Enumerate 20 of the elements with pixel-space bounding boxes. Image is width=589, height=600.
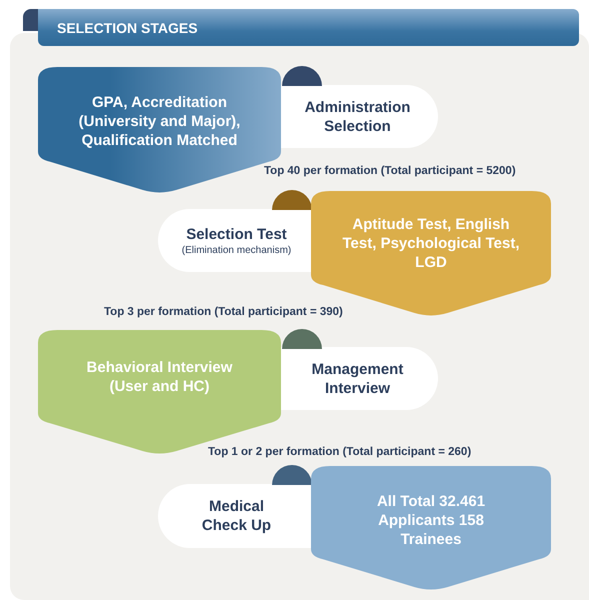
stage-name: Selection Test [186,224,287,244]
title-text: SELECTION STAGES [57,20,198,36]
stage-pill [158,484,311,548]
stage-pill [158,209,311,272]
stage-details: All Total 32.461 Applicants 158 Trainees [376,492,486,549]
stage-result-note: Top 40 per formation (Total participant = 5200) [264,165,516,177]
stage-details: GPA, Accreditation (University and Major), Qualification Matched [78,93,242,150]
stage-details: Behavioral Interview (User and HC) [86,358,234,396]
stage-name: Administration Selection [304,98,412,136]
stage-result-note: Top 3 per formation (Total participant = 390) [104,306,343,318]
stage-name: Management Interview [310,360,404,398]
stage-result-note: Top 1 or 2 per formation (Total participant = 260) [208,446,472,458]
stage-pentagon [311,191,551,318]
stage-details: Aptitude Test, English Test, Psychological Test, LGD [342,215,520,272]
stage-pill [281,85,438,148]
stage-name: Medical Check Up [200,497,272,535]
stage-note: (Elimination mechanism) [182,244,292,256]
stage-pentagon [311,466,551,592]
stage-pentagon [38,330,281,456]
stage-pill [281,347,438,410]
